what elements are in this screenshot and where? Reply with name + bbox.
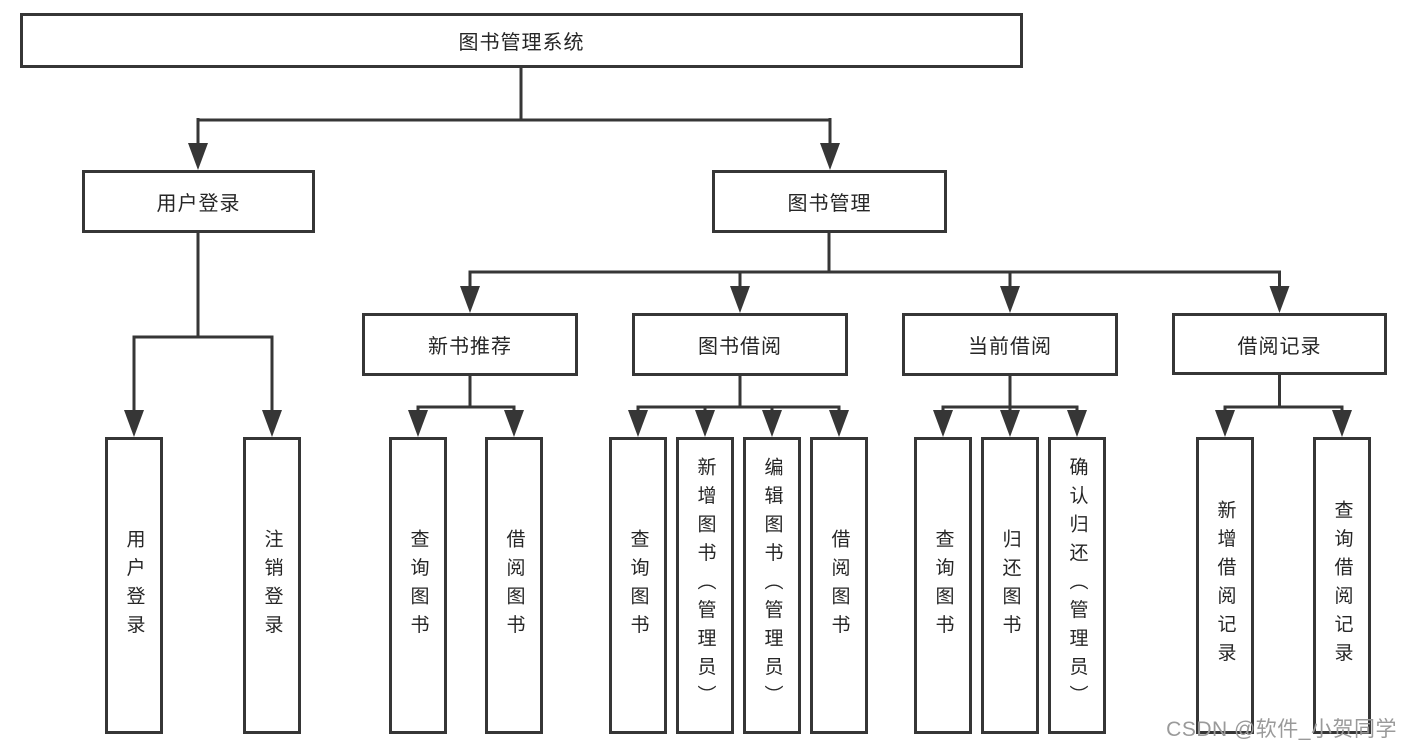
leaf-query-borrow-record: 查询借阅记录 <box>1313 437 1371 734</box>
node-label: 用户登录 <box>156 193 241 215</box>
arrowhead <box>820 143 840 170</box>
node-label: 编辑图书（管理员） <box>761 457 783 714</box>
node-label: 图书借阅 <box>698 336 782 358</box>
node-label: 新增图书（管理员） <box>694 457 716 714</box>
leaf-borrow-books-recommend: 借阅图书 <box>485 437 543 734</box>
node-book-borrow: 图书借阅 <box>632 313 848 376</box>
arrowhead <box>1332 410 1352 437</box>
leaf-confirm-return-admin: 确认归还（管理员） <box>1048 437 1106 734</box>
node-label: 图书管理系统 <box>458 32 585 54</box>
node-label: 新书推荐 <box>428 336 512 358</box>
arrowhead <box>504 410 524 437</box>
node-label: 查询图书 <box>932 528 954 643</box>
node-label: 注销登录 <box>261 528 283 643</box>
arrowhead <box>124 410 144 437</box>
node-label: 归还图书 <box>999 528 1021 643</box>
arrowhead <box>1000 286 1020 313</box>
arrowhead <box>460 286 480 313</box>
node-label: 查询借阅记录 <box>1331 500 1353 671</box>
arrowhead <box>1269 286 1290 313</box>
node-label: 查询图书 <box>627 528 649 643</box>
leaf-query-books-borrow: 查询图书 <box>609 437 667 734</box>
arrowhead <box>933 410 953 437</box>
csdn-watermark: CSDN @软件_小贺同学 <box>1166 718 1397 741</box>
node-user-login: 用户登录 <box>82 170 315 233</box>
node-label: 借阅记录 <box>1237 335 1322 358</box>
node-current-borrow: 当前借阅 <box>902 313 1118 376</box>
arrowhead <box>829 410 849 437</box>
node-label: 图书管理 <box>787 193 872 215</box>
node-label: 当前借阅 <box>968 336 1052 358</box>
leaf-return-book: 归还图书 <box>981 437 1039 734</box>
leaf-add-book-admin: 新增图书（管理员） <box>676 437 734 734</box>
arrowhead <box>1000 410 1020 437</box>
leaf-logout: 注销登录 <box>243 437 301 734</box>
arrowhead <box>262 410 282 437</box>
leaf-borrow-books: 借阅图书 <box>810 437 868 734</box>
node-borrow-records: 借阅记录 <box>1172 313 1387 375</box>
leaf-edit-book-admin: 编辑图书（管理员） <box>743 437 801 734</box>
arrowhead <box>695 410 715 437</box>
node-label: 借阅图书 <box>828 528 850 643</box>
node-label: 借阅图书 <box>503 528 525 643</box>
arrowhead <box>1067 410 1087 437</box>
arrowhead <box>762 410 782 437</box>
node-book-management: 图书管理 <box>712 170 947 233</box>
node-new-book-recommend: 新书推荐 <box>362 313 578 376</box>
arrowhead <box>730 286 750 313</box>
leaf-query-books-current: 查询图书 <box>914 437 972 734</box>
node-library-system: 图书管理系统 <box>20 13 1023 68</box>
leaf-query-books-recommend: 查询图书 <box>389 437 447 734</box>
arrowhead <box>628 410 648 437</box>
leaf-user-login: 用户登录 <box>105 437 163 734</box>
arrowhead <box>188 143 208 170</box>
leaf-add-borrow-record: 新增借阅记录 <box>1196 437 1254 734</box>
arrowhead <box>408 410 428 437</box>
node-label: 查询图书 <box>407 528 429 643</box>
node-label: 确认归还（管理员） <box>1066 457 1088 714</box>
node-label: 用户登录 <box>123 528 145 643</box>
node-label: 新增借阅记录 <box>1214 500 1236 671</box>
arrowhead <box>1215 410 1235 437</box>
